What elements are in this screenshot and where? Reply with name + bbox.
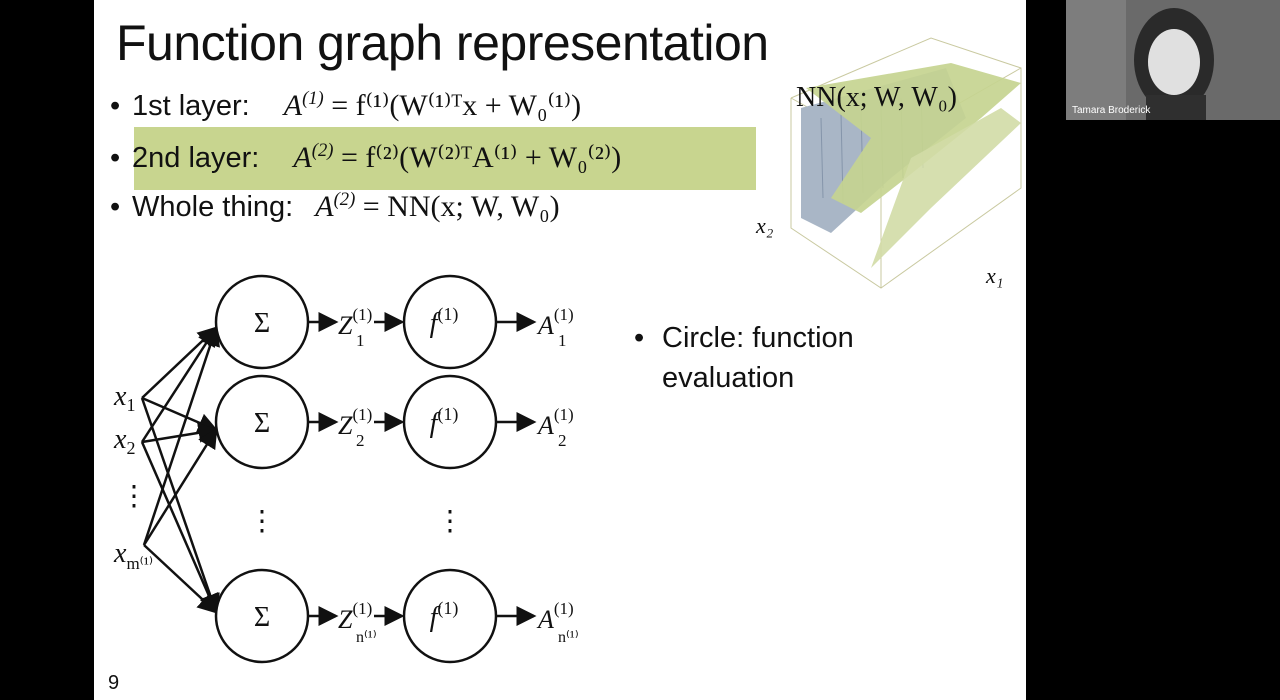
a-label-1: A(1) xyxy=(536,305,574,340)
a-sub-1: 1 xyxy=(558,331,567,350)
bullet-1st-layer: •1st layer: A(1) = f⁽¹⁾(W⁽¹⁾ᵀx + W₀⁽¹⁾) xyxy=(110,88,582,122)
activation-label-1: f(1) xyxy=(430,304,459,339)
nn-surface-plot: NN(x; W, W₀) x₂ x₁ xyxy=(755,37,1022,289)
z-sub-1: 1 xyxy=(356,331,365,350)
z-label-n: Z(1) xyxy=(338,599,372,634)
participant-name: Tamara Broderick xyxy=(1072,105,1151,116)
a-sub-2: 2 xyxy=(558,431,567,450)
bullet-label: Whole thing: xyxy=(132,191,294,223)
z-sub-2: 2 xyxy=(356,431,365,450)
bullet-label: 2nd layer: xyxy=(132,142,260,174)
sum-symbol-2: Σ xyxy=(254,408,270,439)
activation-label-2: f(1) xyxy=(430,404,459,439)
input-xm: xm⁽¹⁾ xyxy=(113,538,153,573)
a-label-n: A(1) xyxy=(536,599,574,634)
side-note: •Circle: function evaluation xyxy=(634,318,892,398)
activation-label-n: f(1) xyxy=(430,598,459,633)
bullet-2nd-layer: •2nd layer: A(2) = f⁽²⁾(W⁽²⁾ᵀA⁽¹⁾ + W₀⁽²… xyxy=(110,140,622,174)
flow-arrows xyxy=(308,312,537,626)
a-label-2: A(1) xyxy=(536,405,574,440)
input-edges xyxy=(140,325,220,615)
slide: Function graph representation •1st layer… xyxy=(94,0,1026,700)
z-label-2: Z(1) xyxy=(338,405,372,440)
participant-avatar xyxy=(1066,0,1280,120)
axis-x1-label: x₁ xyxy=(985,263,1003,288)
network-diagram: x1 x2 ⋮ xm⁽¹⁾ Σ Σ Σ f(1) f(1) f(1) ⋮ ⋮ xyxy=(113,274,579,664)
highlight-box xyxy=(134,127,756,190)
sum-symbol-n: Σ xyxy=(254,602,270,633)
z-sub-n: n⁽¹⁾ xyxy=(356,629,377,646)
activation-vdots: ⋮ xyxy=(436,506,464,537)
formula: A(2) = NN(x; W, W₀) xyxy=(315,189,560,223)
surface-plane xyxy=(806,63,1021,213)
slide-title: Function graph representation xyxy=(116,15,769,71)
input-vdots: ⋮ xyxy=(120,481,148,512)
side-note-text: Circle: function evaluation xyxy=(662,322,854,394)
slide-number: 9 xyxy=(108,672,120,694)
formula: A(2) = f⁽²⁾(W⁽²⁾ᵀA⁽¹⁾ + W₀⁽²⁾) xyxy=(293,140,622,174)
axis-x2-label: x₂ xyxy=(755,213,774,238)
input-x2: x2 xyxy=(113,424,135,458)
sum-vdots: ⋮ xyxy=(248,506,276,537)
a-sub-n: n⁽¹⁾ xyxy=(558,629,579,646)
z-label-1: Z(1) xyxy=(338,305,372,340)
input-x1: x1 xyxy=(113,381,135,415)
participant-video[interactable]: Tamara Broderick xyxy=(1066,0,1280,120)
formula: A(1) = f⁽¹⁾(W⁽¹⁾ᵀx + W₀⁽¹⁾) xyxy=(283,88,582,122)
bullet-label: 1st layer: xyxy=(132,90,250,122)
plot-title: NN(x; W, W₀) xyxy=(796,82,957,113)
sum-symbol-1: Σ xyxy=(254,308,270,339)
bullet-whole-thing: •Whole thing: A(2) = NN(x; W, W₀) xyxy=(110,189,560,223)
